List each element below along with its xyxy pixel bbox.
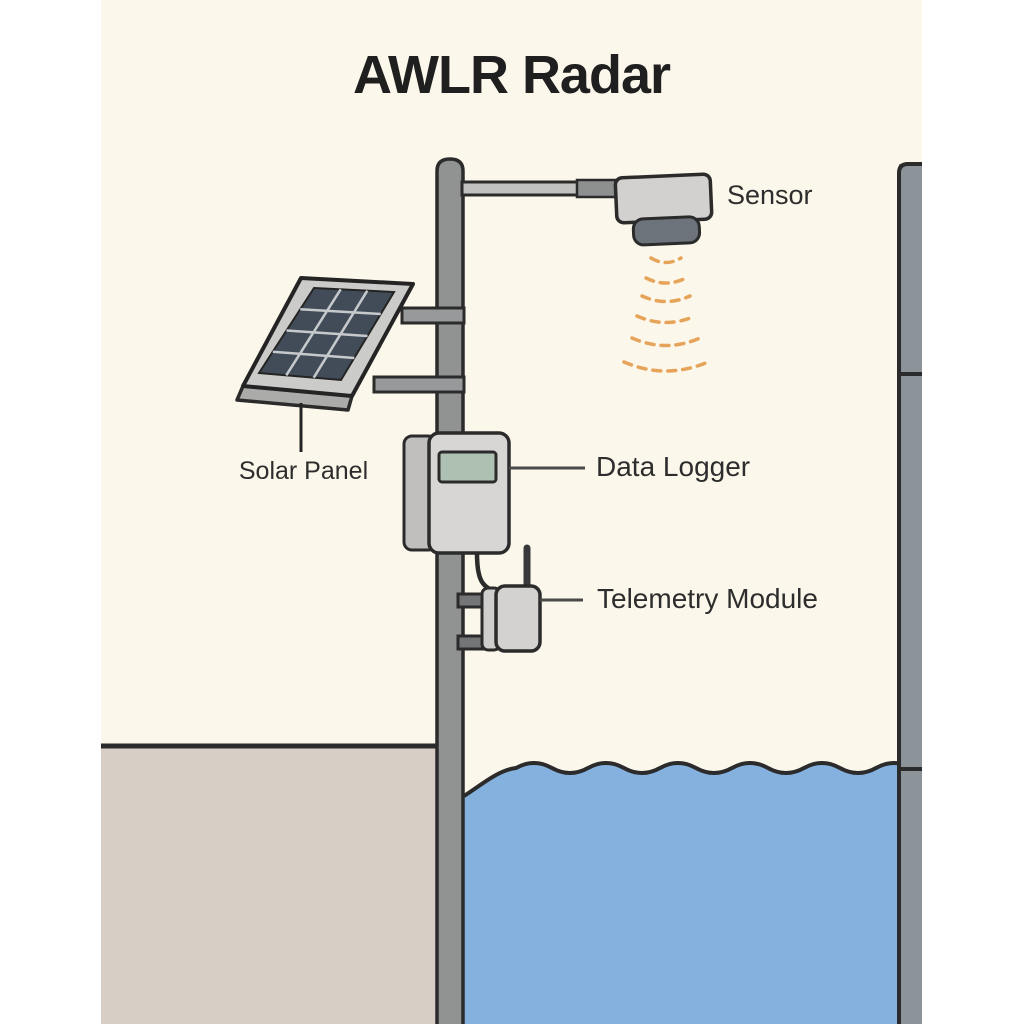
diagram-title: AWLR Radar xyxy=(352,45,671,105)
telemetry-unit xyxy=(456,544,583,653)
panel-bracket-bottom xyxy=(372,375,466,394)
sensor-horn xyxy=(631,215,702,247)
arm-clamp xyxy=(575,178,619,199)
solar-panel-label: Solar Panel xyxy=(238,457,369,485)
telemetry-body xyxy=(494,584,542,653)
data-logger-unit xyxy=(402,431,585,555)
water-surface-line xyxy=(462,761,913,798)
solar-panel-assembly xyxy=(235,276,466,452)
mounting-pole xyxy=(435,157,465,1024)
radar-waves-icon xyxy=(622,256,710,373)
logger-screen xyxy=(437,450,498,484)
sensor-unit xyxy=(613,172,714,247)
sensor-body xyxy=(613,172,714,225)
panel-bracket-top xyxy=(400,306,466,325)
telemetry-module-label: Telemetry Module xyxy=(597,583,818,614)
panel-grid xyxy=(272,288,381,379)
data-logger-label: Data Logger xyxy=(596,451,751,482)
sensor-label: Sensor xyxy=(727,180,813,210)
ground-bank xyxy=(101,743,441,1024)
water xyxy=(462,761,913,1024)
sensor-arm xyxy=(460,178,619,199)
retaining-wall xyxy=(897,162,922,1024)
